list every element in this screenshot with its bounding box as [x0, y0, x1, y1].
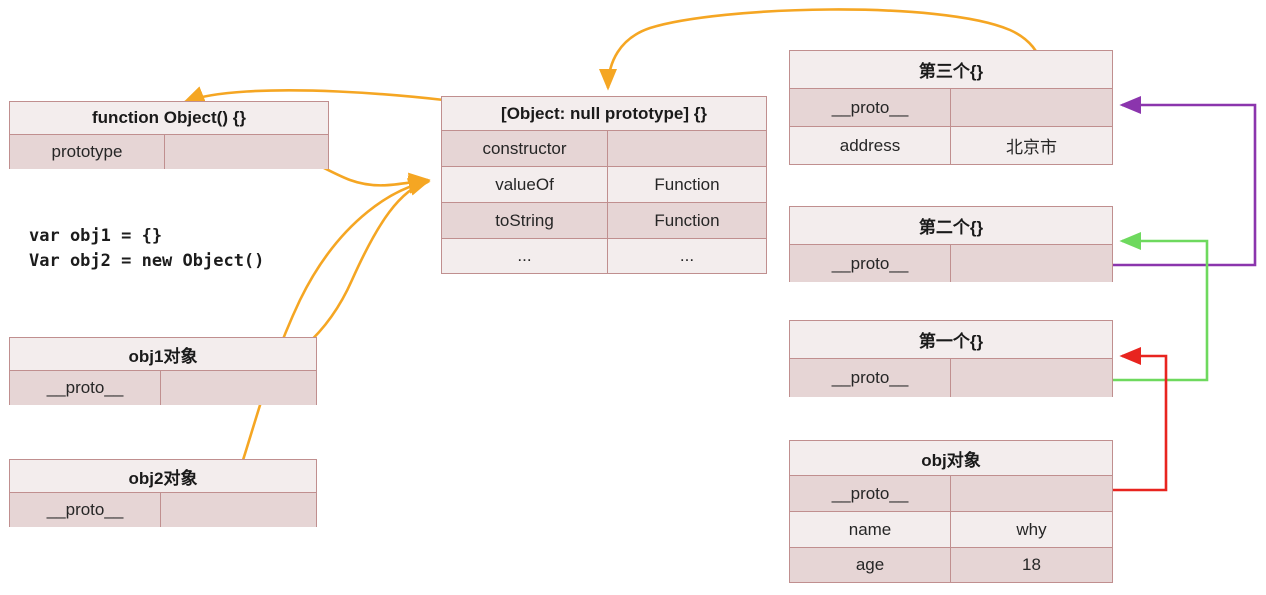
table-row: __proto__ — [790, 89, 1112, 127]
table-row: toString Function — [442, 203, 766, 239]
cell-value — [951, 476, 1112, 511]
cell-key: __proto__ — [790, 359, 951, 397]
table-first: 第一个{} __proto__ — [789, 320, 1113, 397]
table-row: valueOf Function — [442, 167, 766, 203]
cell-key: __proto__ — [10, 493, 161, 527]
cell-value — [951, 89, 1112, 126]
cell-key: __proto__ — [790, 476, 951, 511]
table-row: constructor — [442, 131, 766, 167]
cell-value — [165, 135, 328, 169]
table-title: 第二个{} — [918, 218, 984, 237]
cell-value: Function — [654, 174, 720, 194]
table-obj: obj对象 __proto__ name why age 18 — [789, 440, 1113, 583]
cell-value: ... — [679, 246, 695, 265]
table-header: obj2对象 — [10, 460, 316, 493]
table-header: function Object() {} — [10, 102, 328, 135]
table-header: obj1对象 — [10, 338, 316, 371]
cell-key: name — [790, 512, 951, 547]
cell-key: __proto__ — [10, 371, 161, 405]
table-row: __proto__ — [790, 476, 1112, 512]
cell-value — [161, 493, 316, 527]
table-row: ... ... — [442, 239, 766, 273]
code-line-2: Var obj2 = new Object() — [29, 251, 265, 271]
table-row: name why — [790, 512, 1112, 548]
cell-value: why — [1016, 519, 1047, 539]
table-title: 第三个{} — [918, 62, 984, 81]
table-title: 第一个{} — [918, 332, 984, 351]
cell-value — [951, 245, 1112, 282]
cell-key: __proto__ — [790, 245, 951, 282]
cell-key: prototype — [10, 135, 165, 169]
table-row: __proto__ — [10, 371, 316, 405]
cell-key: toString — [442, 203, 608, 238]
table-header: 第一个{} — [790, 321, 1112, 359]
table-obj1: obj1对象 __proto__ — [9, 337, 317, 405]
table-title: function Object() {} — [92, 108, 246, 127]
table-row: prototype — [10, 135, 328, 169]
table-row: __proto__ — [790, 359, 1112, 397]
cell-value: Function — [654, 210, 720, 230]
table-header: 第二个{} — [790, 207, 1112, 245]
table-header: 第三个{} — [790, 51, 1112, 89]
table-second: 第二个{} __proto__ — [789, 206, 1113, 282]
table-row: age 18 — [790, 548, 1112, 582]
cell-value — [161, 371, 316, 405]
cell-key: address — [790, 127, 951, 164]
table-function-object: function Object() {} prototype — [9, 101, 329, 169]
table-title: obj1对象 — [128, 346, 198, 366]
cell-key: ... — [442, 239, 608, 273]
cell-value — [608, 131, 766, 166]
table-third: 第三个{} __proto__ address 北京市 — [789, 50, 1113, 165]
table-title: obj2对象 — [128, 468, 198, 488]
table-row: address 北京市 — [790, 127, 1112, 164]
table-row: __proto__ — [10, 493, 316, 527]
table-object-null-prototype: [Object: null prototype] {} constructor … — [441, 96, 767, 274]
cell-value: 北京市 — [1006, 138, 1057, 157]
table-header: obj对象 — [790, 441, 1112, 476]
table-obj2: obj2对象 __proto__ — [9, 459, 317, 527]
cell-key: constructor — [442, 131, 608, 166]
table-header: [Object: null prototype] {} — [442, 97, 766, 131]
table-title: [Object: null prototype] {} — [501, 103, 707, 123]
cell-value — [951, 359, 1112, 397]
code-line-1: var obj1 = {} — [29, 226, 163, 246]
table-title: obj对象 — [921, 450, 981, 470]
cell-key: valueOf — [442, 167, 608, 202]
cell-key: __proto__ — [790, 89, 951, 126]
cell-key: age — [790, 548, 951, 582]
table-row: __proto__ — [790, 245, 1112, 282]
cell-value: 18 — [1022, 555, 1041, 574]
